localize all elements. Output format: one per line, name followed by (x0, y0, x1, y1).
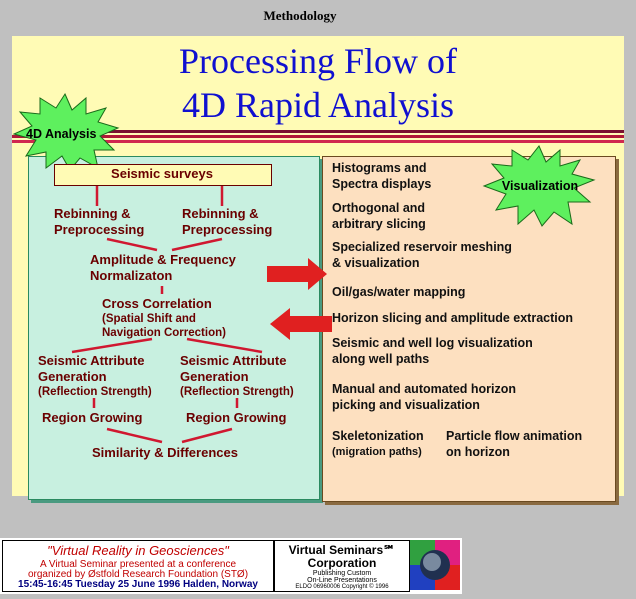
conference-box: "Virtual Reality in Geosciences" A Virtu… (2, 540, 274, 592)
viz-horizon-slicing: Horizon slicing and amplitude extraction (332, 311, 574, 325)
viz-skeletonization-sub: (migration paths) (332, 446, 422, 458)
region-growing-right: Region Growing (186, 410, 287, 425)
viz-meshing-1: Specialized reservoir meshing (332, 240, 512, 254)
divider-stripe (12, 140, 624, 143)
viz-orthogonal-1: Orthogonal and (332, 201, 426, 215)
similarity-differences: Similarity & Differences (92, 445, 238, 460)
rebin-left-1: Rebinning & (54, 206, 131, 221)
slide-title-line1: Processing Flow of (179, 41, 457, 81)
viz-manual-horizon-1: Manual and automated horizon (332, 382, 517, 396)
starburst-right-icon (482, 145, 596, 227)
slide: Processing Flow of 4D Rapid Analysis 4D … (12, 36, 624, 502)
cross-correlation-sub2: Navigation Correction) (102, 327, 226, 339)
corp-copyright: ELDO 06960006 Copyright © 1996 (295, 584, 389, 590)
conference-line2: organized by Østfold Research Foundation… (27, 569, 249, 580)
attr-right-2: Generation (180, 369, 249, 384)
viz-particle-flow-1: Particle flow animation (446, 429, 583, 443)
globe-logo-icon (410, 540, 460, 590)
rebin-right-2: Preprocessing (182, 222, 273, 237)
page-header: Methodology (263, 8, 337, 23)
cross-correlation: Cross Correlation (102, 296, 212, 311)
conference-line3: 15:45-16:45 Tuesday 25 June 1996 Halden,… (18, 579, 258, 590)
rebin-right-1: Rebinning & (182, 206, 259, 221)
attr-left-2: Generation (38, 369, 107, 384)
arrow-left-icon (270, 308, 332, 340)
viz-histograms-1: Histograms and (332, 161, 427, 175)
flow-connectors (71, 186, 332, 444)
viz-histograms-2: Spectra displays (332, 177, 432, 191)
corp-line3: Publishing Custom (312, 570, 372, 577)
viz-well-log-2: along well paths (332, 352, 430, 366)
viz-meshing-2: & visualization (332, 256, 420, 270)
seismic-surveys: Seismic surveys (111, 166, 213, 181)
cross-correlation-sub1: (Spatial Shift and (102, 313, 196, 325)
badge-4d-analysis: 4D Analysis (26, 127, 97, 141)
viz-orthogonal-2: arbitrary slicing (332, 217, 426, 231)
corp-name-1: Virtual Seminars℠ (288, 543, 396, 557)
corp-line4: On-Line Presentations (307, 577, 377, 584)
conference-title: "Virtual Reality in Geosciences" (47, 543, 229, 558)
region-growing-left: Region Growing (42, 410, 143, 425)
corp-name-2: Corporation (307, 556, 377, 570)
conference-line1: A Virtual Seminar presented at a confere… (39, 559, 237, 570)
attr-right-3: (Reflection Strength) (180, 386, 294, 398)
viz-particle-flow-2: on horizon (446, 445, 510, 459)
attr-right-1: Seismic Attribute (180, 353, 287, 368)
divider-stripe (12, 135, 624, 138)
attr-left-1: Seismic Attribute (38, 353, 145, 368)
rebin-left-2: Preprocessing (54, 222, 145, 237)
analysis-panel (28, 156, 320, 500)
viz-manual-horizon-2: picking and visualization (332, 398, 480, 412)
attr-left-3: (Reflection Strength) (38, 386, 152, 398)
viz-skeletonization: Skeletonization (332, 429, 424, 443)
viz-well-log-1: Seismic and well log visualization (332, 336, 533, 350)
arrow-right-icon (267, 258, 327, 290)
slide-title-line2: 4D Rapid Analysis (181, 85, 454, 125)
footer-banner[interactable]: "Virtual Reality in Geosciences" A Virtu… (0, 538, 462, 594)
viz-oil-mapping: Oil/gas/water mapping (332, 285, 466, 299)
divider-stripe (82, 130, 624, 133)
seismic-surveys-box (54, 164, 272, 186)
badge-visualization: Visualization (501, 179, 579, 193)
amplitude-1: Amplitude & Frequency (90, 252, 236, 267)
amplitude-2: Normalizaton (90, 268, 173, 283)
corporation-box: Virtual Seminars℠ Corporation Publishing… (274, 540, 410, 592)
